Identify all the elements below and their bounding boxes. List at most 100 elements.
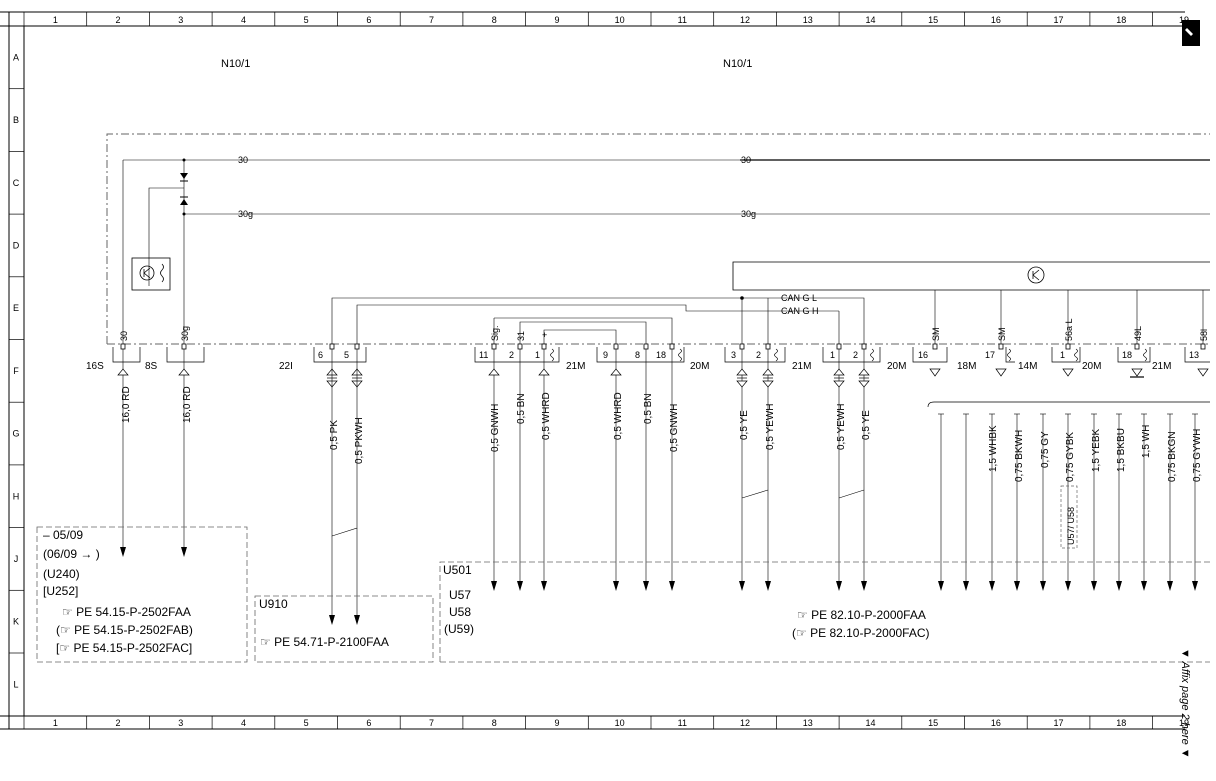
bus-30g-label-right: 30g <box>741 209 756 219</box>
column-label: 9 <box>554 15 559 25</box>
hand-pointer-icon: ☞ <box>797 608 808 622</box>
wire-label-10: 0,5 GNWH <box>669 404 680 452</box>
column-label: 6 <box>366 718 371 728</box>
column-label: 15 <box>928 718 938 728</box>
wire-arrow <box>739 581 745 591</box>
connector-socket-icon <box>736 368 748 376</box>
signal-56a-l: 56a L <box>1064 318 1074 341</box>
control-unit-outline <box>106 133 1210 345</box>
connector-20m-b: 20M <box>887 361 906 372</box>
affix-page-note: ▼ Affix page 2 here ▼ <box>1179 648 1191 759</box>
row-label: F <box>13 366 19 376</box>
connector-housings <box>112 347 1210 363</box>
pin-marker <box>1134 343 1140 350</box>
box-left-line-1: – 05/09 <box>43 528 84 542</box>
pin-marker <box>669 343 675 350</box>
wire-arrow <box>1116 581 1122 591</box>
row-label: H <box>13 491 20 501</box>
pin-marker <box>836 343 842 350</box>
ref-pe-82-10-fac[interactable]: (☞ PE 82.10-P-2000FAC) <box>792 626 930 640</box>
can-low-label: CAN G L <box>781 293 817 303</box>
column-label: 12 <box>740 15 750 25</box>
ground-symbol-icon <box>1197 368 1209 377</box>
pin-5: 5 <box>344 350 349 360</box>
ref-pe-54-15-fab-a[interactable]: ☞ PE 54.15-P-2502FAA <box>62 605 191 619</box>
box-mid-code: U910 <box>259 597 288 611</box>
wire-arrow <box>989 581 995 591</box>
column-label: 15 <box>928 15 938 25</box>
column-label: 8 <box>492 718 497 728</box>
wire-arrow <box>120 547 126 557</box>
pin-13: 13 <box>1189 350 1199 360</box>
column-label: 10 <box>615 15 625 25</box>
pin-marker <box>517 343 523 350</box>
column-label: 13 <box>803 15 813 25</box>
output-module <box>732 261 1210 291</box>
box-right-u59: (U59) <box>444 622 475 636</box>
can-high-label: CAN G H <box>781 306 819 316</box>
ref-pe-54-71[interactable]: ☞ PE 54.71-P-2100FAA <box>260 635 389 649</box>
signal-sm-1: SM <box>931 328 941 342</box>
pin-1a: 1 <box>535 350 540 360</box>
pin-marker <box>120 343 126 350</box>
bus-30-label-left: 30 <box>238 155 248 165</box>
pin-18a: 18 <box>656 350 666 360</box>
ref-pe-54-15-fab-b[interactable]: (☞ PE 54.15-P-2502FAB) <box>56 623 193 637</box>
pin-marker <box>613 343 619 350</box>
pin-17: 17 <box>985 350 995 360</box>
shield-coil-icon <box>870 348 874 362</box>
ground-symbol-icon <box>929 368 941 377</box>
connector-18m: 18M <box>957 361 976 372</box>
ref-pe-82-10-faa[interactable]: ☞ PE 82.10-P-2000FAA <box>797 608 926 622</box>
column-ruler: 1122334455667788991010111112121313141415… <box>23 12 1189 729</box>
wire-arrow <box>613 581 619 591</box>
pin-marker <box>491 343 497 350</box>
column-label: 14 <box>865 718 875 728</box>
pin-6: 6 <box>318 350 323 360</box>
pin-marker <box>861 343 867 350</box>
bus-30g-label-left: 30g <box>238 209 253 219</box>
pin-marker <box>541 343 547 350</box>
signal-plus: + <box>542 330 547 340</box>
pin-marker <box>1200 343 1206 350</box>
wire-arrow <box>1091 581 1097 591</box>
shield-coil-icon <box>678 348 682 362</box>
wire-label-17: 0,75 GY <box>1040 431 1051 468</box>
box-left-line-4: [U252] <box>43 584 79 598</box>
column-label: 7 <box>429 718 434 728</box>
connector-socket-icon <box>762 368 774 376</box>
column-label: 2 <box>116 718 121 728</box>
signal-sig: Sig. <box>490 325 500 341</box>
wire-label-5: 0,5 GNWH <box>490 404 501 452</box>
column-label: 18 <box>1116 718 1126 728</box>
row-label: D <box>13 240 20 250</box>
pin-1c: 1 <box>1060 350 1065 360</box>
wire-label-8: 0,5 WHRD <box>613 392 624 440</box>
transistor-icon <box>131 257 171 291</box>
ground-symbol-icon <box>1131 368 1143 377</box>
column-label: 2 <box>116 15 121 25</box>
wire-arrow <box>861 581 867 591</box>
wire-arrow <box>643 581 649 591</box>
box-right-u57: U57 <box>449 588 472 602</box>
reference-boxes <box>36 526 1210 663</box>
ref-pe-54-15-fab-c[interactable]: [☞ PE 54.15-P-2502FAC] <box>56 641 193 655</box>
connector-21m-c: 21M <box>1152 361 1171 372</box>
wire-label-4: 0,5 PKWH <box>354 417 365 464</box>
pin-marker <box>1065 343 1071 350</box>
connector-21m-b: 21M <box>792 361 811 372</box>
column-label: 18 <box>1116 15 1126 25</box>
pin-marker <box>932 343 938 350</box>
column-label: 6 <box>366 15 371 25</box>
wire-arrow <box>181 547 187 557</box>
can-bus-lines <box>331 290 1204 344</box>
box-left-line-3: (U240) <box>43 567 80 581</box>
wire-label-12: 0,5 YEWH <box>765 404 776 451</box>
column-label: 12 <box>740 718 750 728</box>
row-label: J <box>14 554 19 564</box>
column-label: 16 <box>991 15 1001 25</box>
wire-label-15: 1,5 WHBK <box>988 425 999 472</box>
wire-label-2: 16,0 RD <box>182 386 193 423</box>
column-label: 9 <box>554 718 559 728</box>
